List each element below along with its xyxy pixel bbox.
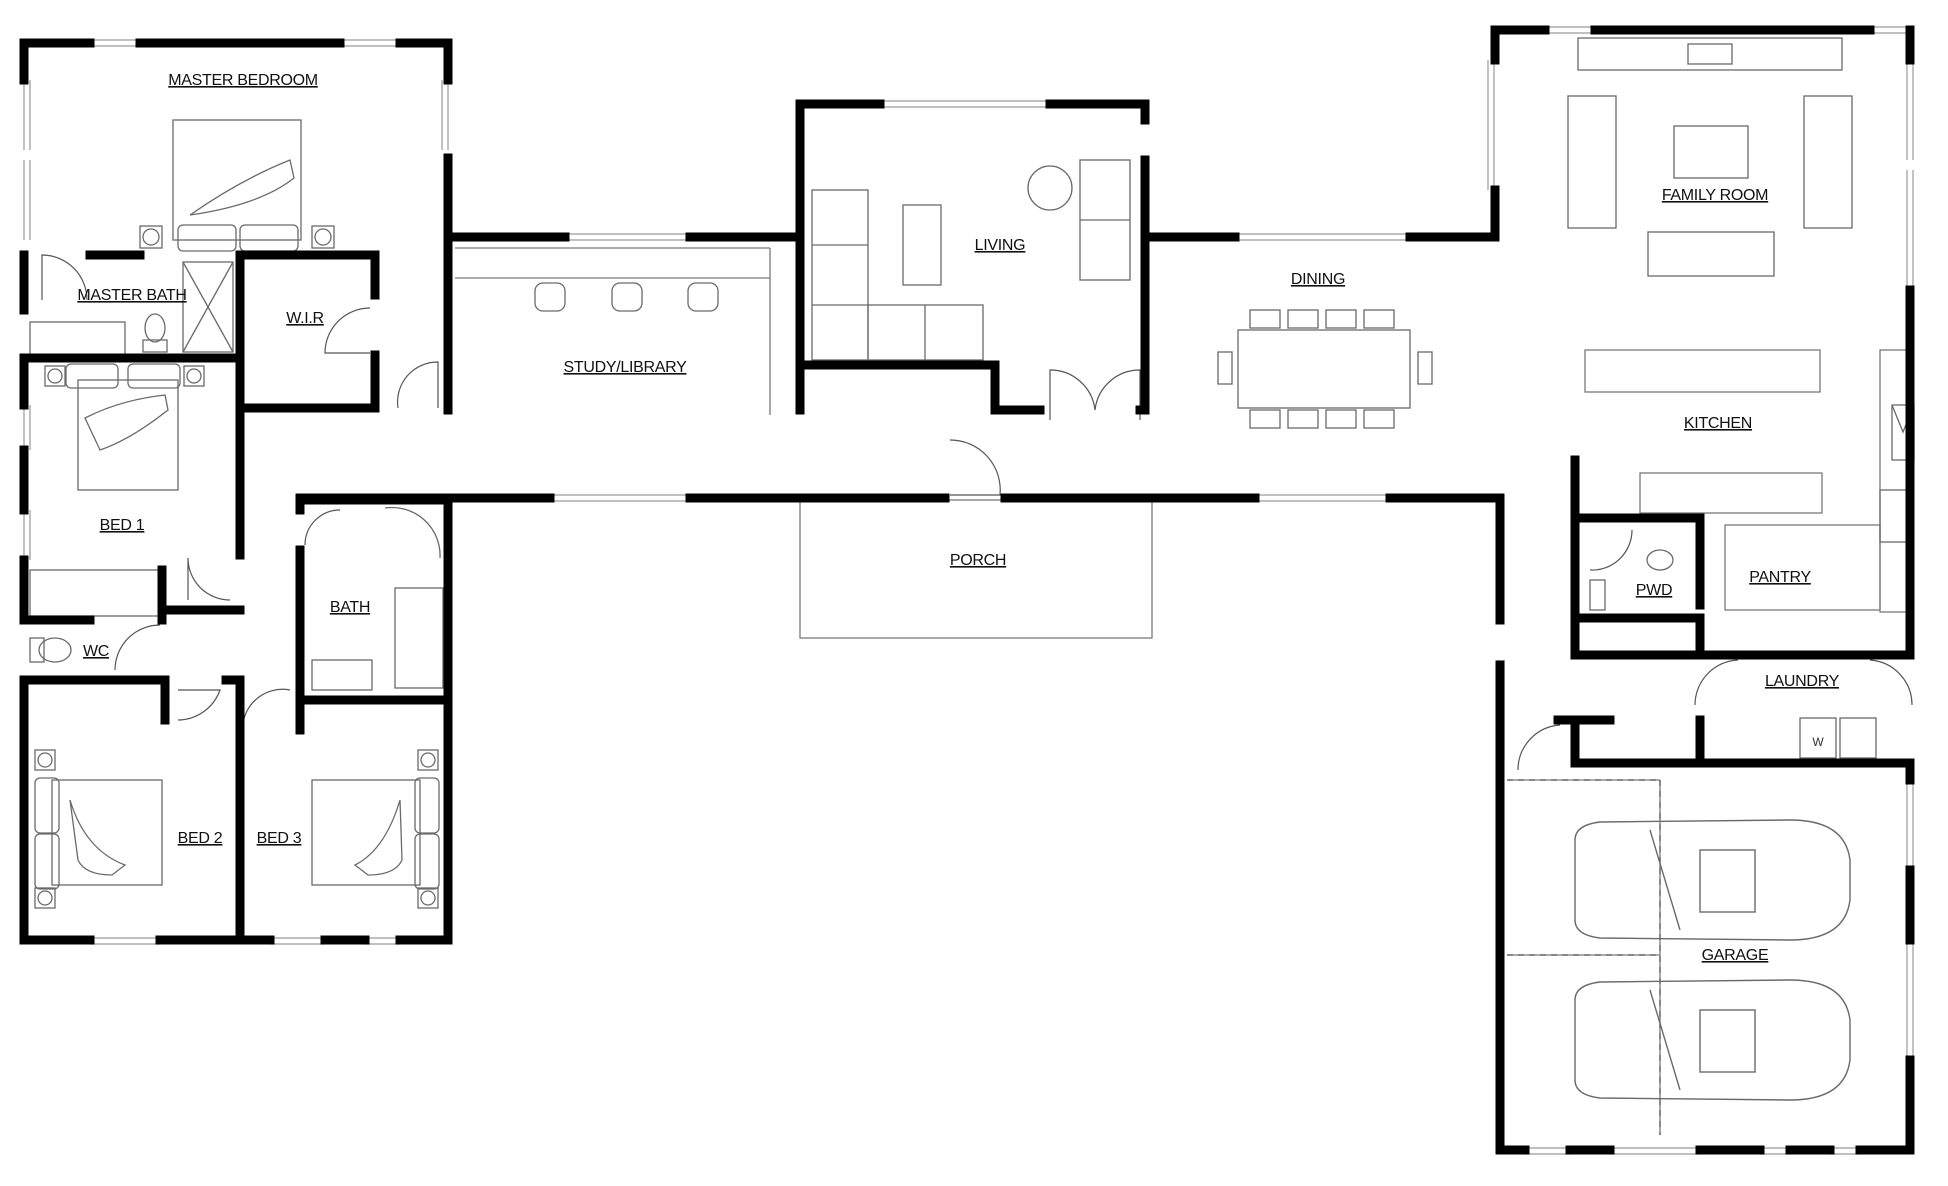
thin-outlines [455,247,1909,1135]
label-living: LIVING [975,237,1026,254]
room-bed2[interactable]: BED 2 [178,830,223,847]
room-study-library[interactable]: STUDY/LIBRARY [564,359,688,376]
room-master-bedroom[interactable]: MASTER BEDROOM [168,72,318,89]
label-wc: WC [83,643,109,660]
label-pantry: PANTRY [1749,569,1811,586]
label-wir: W.I.R [286,310,324,327]
label-pwd: PWD [1636,582,1672,599]
label-bath: BATH [330,599,370,616]
kitchen-counter-right [1879,349,1909,613]
porch-slab [799,499,1153,639]
room-porch[interactable]: PORCH [950,552,1007,569]
room-kitchen[interactable]: KITCHEN [1684,415,1752,432]
doors [41,254,1913,771]
room-dining[interactable]: DINING [1291,271,1346,288]
room-wc[interactable]: WC [83,643,109,660]
label-study-library: STUDY/LIBRARY [564,359,688,376]
label-dining: DINING [1291,271,1345,288]
label-garage: GARAGE [1702,947,1769,964]
room-bed1[interactable]: BED 1 [100,517,145,534]
car-bottom [1574,979,1851,1101]
walls [19,25,1915,1155]
room-living[interactable]: LIVING [975,237,1026,254]
label-bed3: BED 3 [257,830,302,847]
label-master-bath: MASTER BATH [77,287,186,304]
label-bed2: BED 2 [178,830,223,847]
pantry-shelves [1724,524,1881,611]
car-top [1574,819,1851,941]
room-pwd[interactable]: PWD [1636,582,1673,599]
room-bath[interactable]: BATH [330,599,371,616]
kitchen-bench-peninsula [1639,472,1823,514]
furniture [29,37,1915,909]
room-master-bath[interactable]: MASTER BATH [77,287,187,304]
washer-label: W [1812,735,1824,749]
room-garage[interactable]: GARAGE [1702,947,1769,964]
room-labels: MASTER BEDROOM MASTER BATH W.I.R BED 1 W… [77,72,1840,964]
label-bed1: BED 1 [100,517,145,534]
label-porch: PORCH [950,552,1006,569]
room-wir[interactable]: W.I.R [286,310,324,327]
label-kitchen: KITCHEN [1684,415,1752,432]
kitchen-island [1584,349,1821,393]
windows [23,26,1914,1155]
garage-dashes [1507,779,1661,1135]
room-bed3[interactable]: BED 3 [257,830,302,847]
label-laundry: LAUNDRY [1765,673,1840,690]
label-family-room: FAMILY ROOM [1662,187,1768,204]
label-master-bedroom: MASTER BEDROOM [168,72,318,89]
room-pantry[interactable]: PANTRY [1749,569,1812,586]
room-laundry[interactable]: LAUNDRY [1765,673,1840,690]
room-family[interactable]: FAMILY ROOM [1662,187,1769,204]
